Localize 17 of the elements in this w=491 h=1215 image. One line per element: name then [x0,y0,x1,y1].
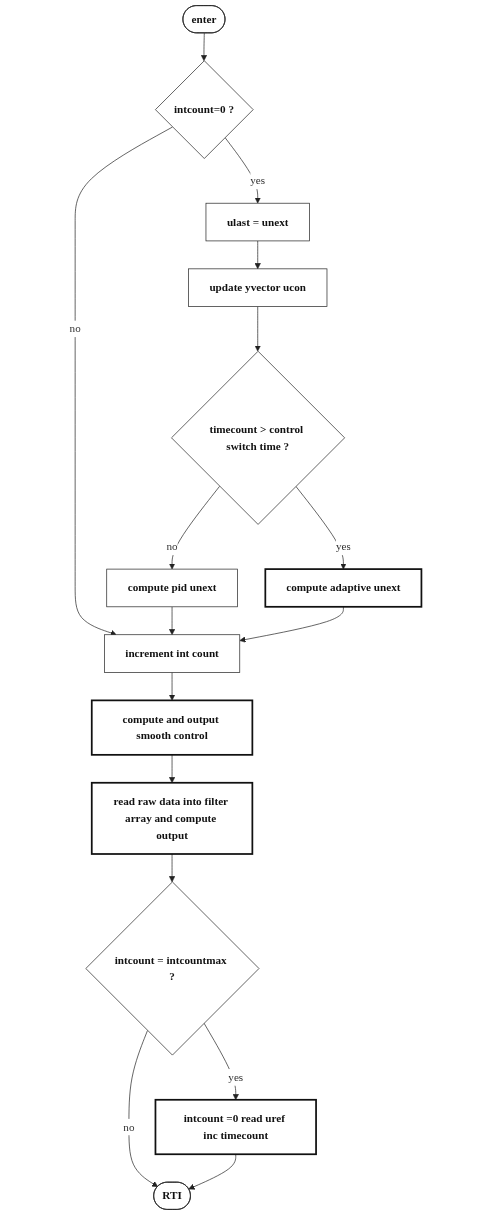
node-box: compute adaptive unext [264,568,423,608]
node-diamond: intcount=0 ? [155,60,254,159]
edge-label: yes [228,1071,244,1084]
edge-label: yes [250,174,266,187]
edge-label: no [69,322,81,335]
edge-label: yes [335,540,351,553]
node-diamond: timecount > control switch time ? [171,350,345,525]
node-box: intcount =0 read uref inc timecount [154,1098,317,1156]
node-box: compute pid unext [106,568,238,608]
node-box: compute and output smooth control [90,699,254,756]
node-box: read raw data into filter array and compute output [90,781,254,855]
edge-label: no [166,540,178,553]
node-box: update yvector ucon [188,268,328,307]
edge-label: no [123,1120,135,1133]
node-box: ulast = unext [205,202,310,242]
node-diamond: intcount = intcountmax ? [85,881,260,1056]
node-box: increment int count [104,634,241,673]
